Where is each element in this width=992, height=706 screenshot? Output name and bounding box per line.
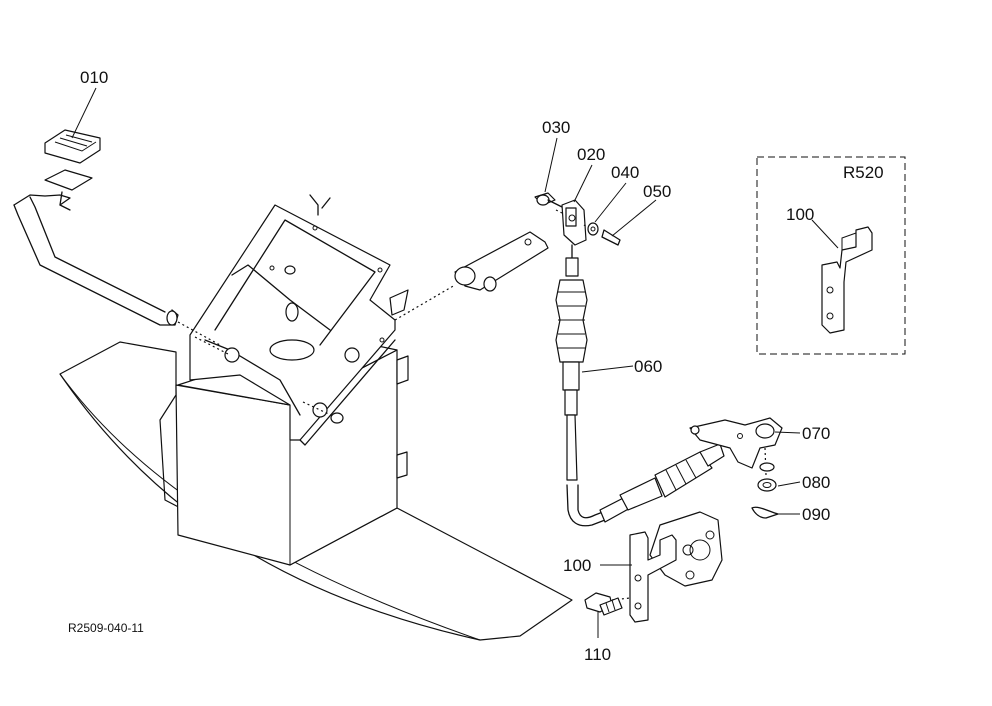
cable-bracket xyxy=(611,531,677,623)
inset-part-label-100: 100 xyxy=(786,205,814,224)
part-label-100: 100 xyxy=(563,556,591,575)
brake-lever xyxy=(689,417,783,519)
part-label-060: 060 xyxy=(634,357,662,376)
brake-cable xyxy=(555,244,725,527)
part-label-020: 020 xyxy=(577,145,605,164)
part-label-010: 010 xyxy=(80,68,108,87)
part-label-040: 040 xyxy=(611,163,639,182)
part-label-070: 070 xyxy=(802,424,830,443)
bolt xyxy=(584,592,623,616)
part-label-090: 090 xyxy=(802,505,830,524)
part-label-030: 030 xyxy=(542,118,570,137)
part-label-080: 080 xyxy=(802,473,830,492)
pivot-link xyxy=(394,231,549,321)
clevis-assembly xyxy=(534,192,621,246)
part-label-050: 050 xyxy=(643,182,671,201)
pedal-arm xyxy=(13,129,221,346)
diagram-code: R2509-040-11 xyxy=(68,621,144,635)
part-labels: 010 020 030 040 050 060 070 080 090 100 … xyxy=(68,68,884,664)
inset-r520 xyxy=(756,156,906,355)
pedal-bracket-frame xyxy=(189,194,409,446)
part-label-110: 110 xyxy=(584,645,611,664)
inset-title: R520 xyxy=(843,163,884,182)
leader-lines xyxy=(71,87,839,638)
